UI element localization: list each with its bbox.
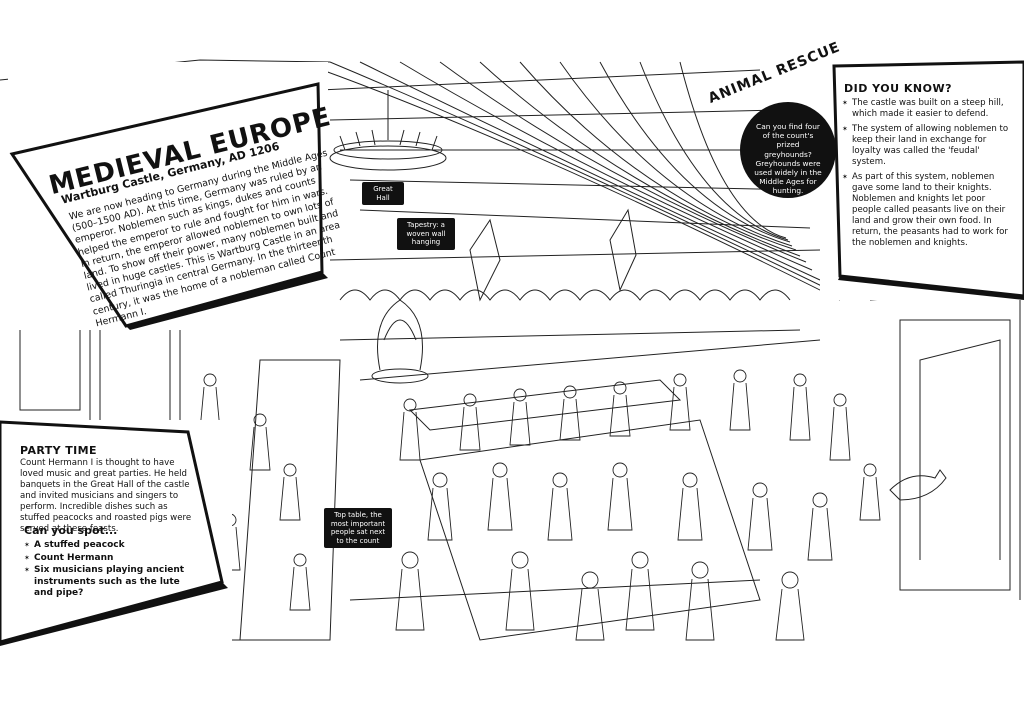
list-item: Six musicians playing ancient instrument… (24, 565, 196, 600)
list-item: As part of this system, noblemen gave so… (842, 172, 1014, 249)
party-time-text: Count Hermann I is thought to have loved… (20, 458, 192, 534)
party-time-title: PARTY TIME (20, 444, 97, 457)
label-great-hall: Great Hall (362, 182, 404, 205)
did-you-know-list: The castle was built on a steep hill, wh… (842, 98, 1014, 253)
spot-list: A stuffed peacock Count Hermann Six musi… (24, 540, 196, 601)
animal-rescue-text: Can you find four of the count's prized … (754, 122, 822, 196)
animal-rescue-circle (740, 102, 836, 198)
label-tapestry: Tapestry: a woven wall hanging (397, 218, 455, 250)
list-item: The system of allowing noblemen to keep … (842, 124, 1014, 168)
list-item: A stuffed peacock (24, 540, 196, 552)
intro-panel-shape (9, 82, 328, 330)
list-item: Count Hermann (24, 553, 196, 565)
spot-title: Can you spot... (24, 524, 118, 537)
list-item: The castle was built on a steep hill, wh… (842, 98, 1014, 120)
did-you-know-title: DID YOU KNOW? (844, 82, 952, 95)
intro-panel: MEDIEVAL EUROPE Wartburg Castle, Germany… (8, 62, 341, 330)
label-top-table: Top table, the most important people sat… (324, 508, 392, 548)
animal-rescue-badge (736, 96, 840, 200)
